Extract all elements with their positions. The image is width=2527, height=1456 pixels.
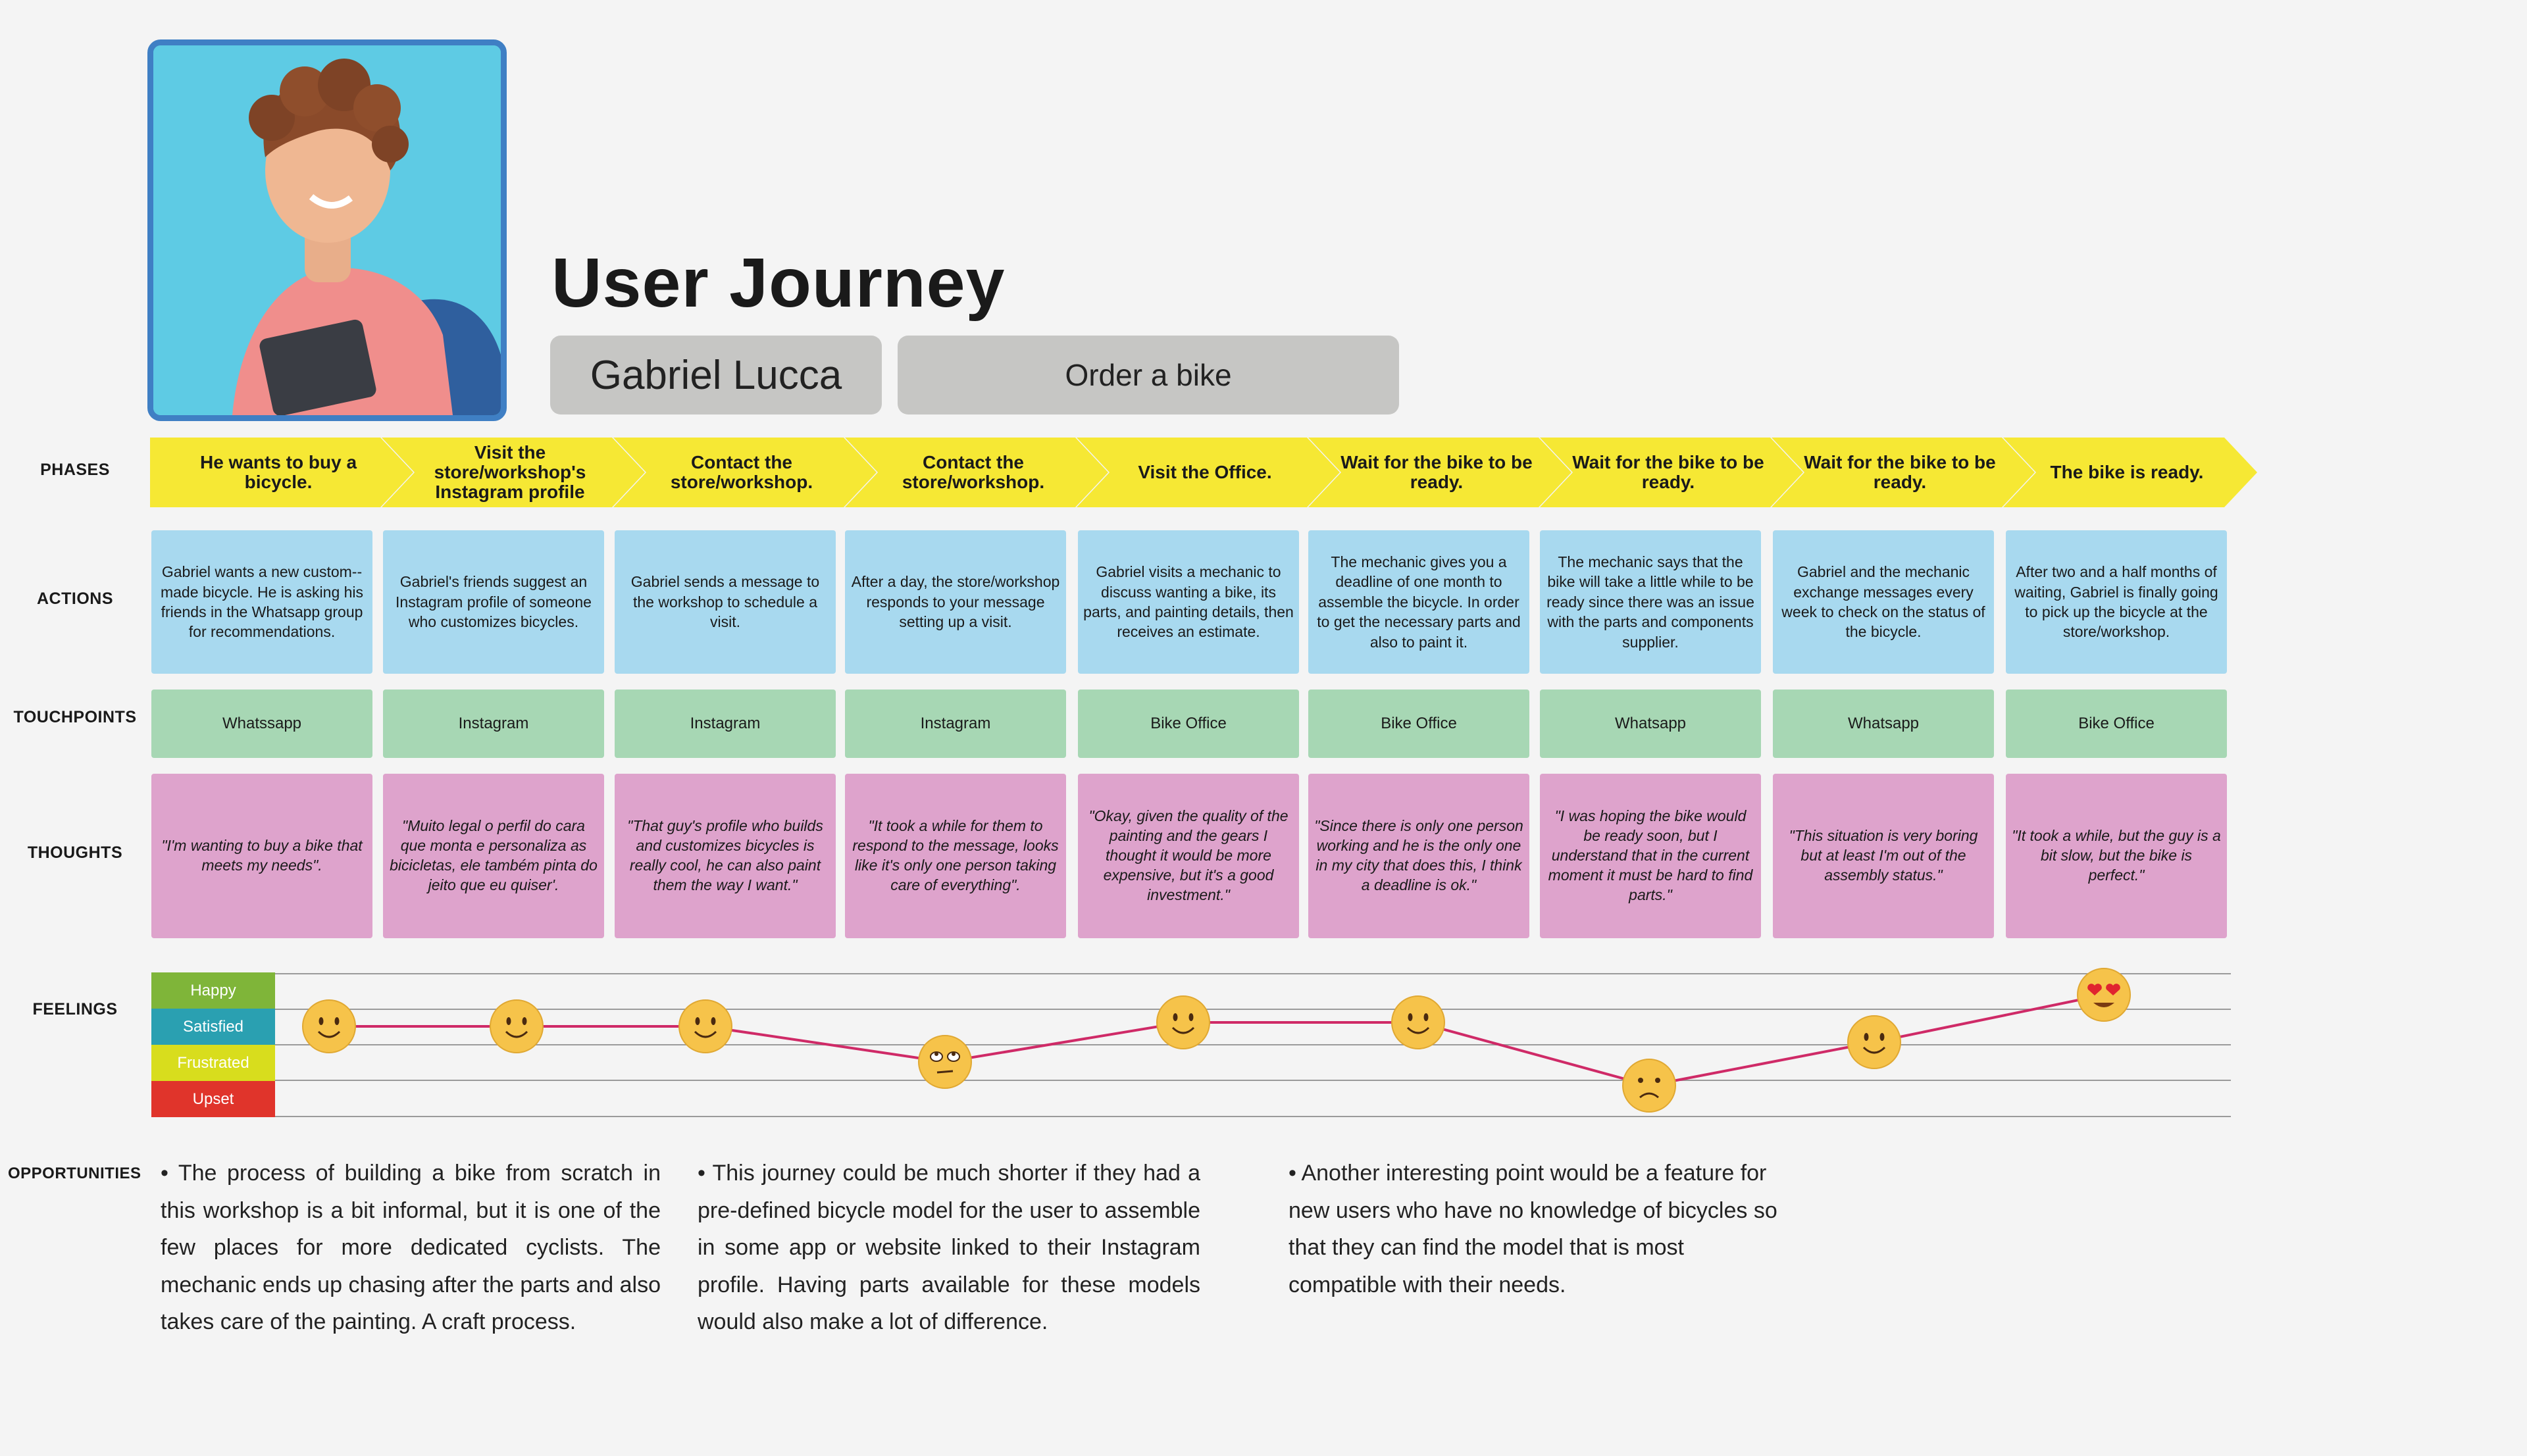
phase-step: Wait for the bike to be ready. bbox=[1540, 438, 1803, 507]
row-label-phases: PHASES bbox=[40, 461, 110, 479]
phase-step: Visit the store/workshop's Instagram pro… bbox=[382, 438, 645, 507]
opportunity-text: • The process of building a bike from sc… bbox=[161, 1161, 661, 1334]
phase-step: Contact the store/workshop. bbox=[613, 438, 877, 507]
thought-card: "Okay, given the quality of the painting… bbox=[1078, 774, 1299, 938]
action-card: After two and a half months of waiting, … bbox=[2006, 530, 2227, 674]
thought-card: "This situation is very boring but at le… bbox=[1773, 774, 1994, 938]
opportunity-text: • This journey could be much shorter if … bbox=[698, 1161, 1200, 1334]
touchpoint-card: Whatsapp bbox=[1773, 690, 1994, 758]
row-label-feelings: FEELINGS bbox=[32, 1000, 118, 1018]
touchpoint-card: Bike Office bbox=[1308, 690, 1529, 758]
feeling-scale-frustrated: Frustrated bbox=[151, 1045, 275, 1081]
eye-roll-emoji-icon bbox=[918, 1035, 972, 1089]
touchpoint-card: Instagram bbox=[383, 690, 604, 758]
phase-step: Wait for the bike to be ready. bbox=[1308, 438, 1571, 507]
persona-name: Gabriel Lucca bbox=[550, 336, 882, 414]
phase-label: Visit the Office. bbox=[1138, 461, 1272, 482]
row-label-touchpoints: TOUCHPOINTS bbox=[13, 708, 137, 726]
smile-emoji-icon bbox=[1847, 1015, 1901, 1069]
phase-step: Visit the Office. bbox=[1077, 438, 1340, 507]
touchpoint-card: Whatssapp bbox=[151, 690, 372, 758]
opportunity-text: • Another interesting point would be a f… bbox=[1289, 1161, 1777, 1297]
persona-goal: Order a bike bbox=[898, 336, 1399, 414]
thought-card: "Muito legal o perfil do cara que monta … bbox=[383, 774, 604, 938]
heart-eyes-emoji-icon bbox=[2077, 968, 2131, 1022]
touchpoint-card: Instagram bbox=[615, 690, 836, 758]
touchpoint-card: Instagram bbox=[845, 690, 1066, 758]
phase-label: Wait for the bike to be ready. bbox=[1340, 451, 1533, 492]
sad-emoji-icon bbox=[1622, 1059, 1676, 1113]
smile-emoji-icon bbox=[302, 999, 356, 1053]
phase-step: Contact the store/workshop. bbox=[845, 438, 1108, 507]
page-title: User Journey bbox=[551, 244, 1006, 322]
row-label-actions: ACTIONS bbox=[37, 590, 113, 608]
phase-label: Wait for the bike to be ready. bbox=[1804, 451, 1996, 492]
phase-label: Contact the store/workshop. bbox=[902, 451, 1045, 492]
action-card: Gabriel's friends suggest an Instagram p… bbox=[383, 530, 604, 674]
phase-step: He wants to buy a bicycle. bbox=[150, 438, 413, 507]
smile-emoji-icon bbox=[1156, 995, 1210, 1049]
thought-card: "It took a while for them to respond to … bbox=[845, 774, 1066, 938]
feelings-line bbox=[329, 993, 2105, 1088]
thought-card: "I was hoping the bike would be ready so… bbox=[1540, 774, 1761, 938]
phase-label: Wait for the bike to be ready. bbox=[1572, 451, 1764, 492]
action-card: The mechanic gives you a deadline of one… bbox=[1308, 530, 1529, 674]
touchpoint-card: Bike Office bbox=[1078, 690, 1299, 758]
touchpoint-card: Whatsapp bbox=[1540, 690, 1761, 758]
row-label-thoughts: THOUGHTS bbox=[27, 843, 123, 862]
smile-emoji-icon bbox=[678, 999, 732, 1053]
persona-avatar bbox=[147, 39, 507, 421]
phase-label: The bike is ready. bbox=[2050, 461, 2204, 482]
feeling-scale-upset: Upset bbox=[151, 1081, 275, 1117]
phase-label: Contact the store/workshop. bbox=[670, 451, 813, 492]
phase-label: Visit the store/workshop's Instagram pro… bbox=[434, 441, 586, 503]
feeling-scale-happy: Happy bbox=[151, 972, 275, 1009]
phase-step: The bike is ready. bbox=[2003, 438, 2257, 507]
row-label-opportunities: OPPORTUNITIES bbox=[8, 1165, 141, 1182]
smile-emoji-icon bbox=[490, 999, 544, 1053]
phase-step: Wait for the bike to be ready. bbox=[1772, 438, 2035, 507]
touchpoint-card: Bike Office bbox=[2006, 690, 2227, 758]
thought-card: "Since there is only one person working … bbox=[1308, 774, 1529, 938]
action-card: After a day, the store/workshop responds… bbox=[845, 530, 1066, 674]
action-card: The mechanic says that the bike will tak… bbox=[1540, 530, 1761, 674]
action-card: Gabriel sends a message to the workshop … bbox=[615, 530, 836, 674]
feeling-scale-satisfied: Satisfied bbox=[151, 1009, 275, 1045]
action-card: Gabriel and the mechanic exchange messag… bbox=[1773, 530, 1994, 674]
persona-photo bbox=[153, 45, 501, 415]
thought-card: "That guy's profile who builds and custo… bbox=[615, 774, 836, 938]
thought-card: "I'm wanting to buy a bike that meets my… bbox=[151, 774, 372, 938]
action-card: Gabriel visits a mechanic to discuss wan… bbox=[1078, 530, 1299, 674]
action-card: Gabriel wants a new custom--made bicycle… bbox=[151, 530, 372, 674]
phase-label: He wants to buy a bicycle. bbox=[199, 451, 357, 492]
smile-emoji-icon bbox=[1391, 995, 1445, 1049]
thought-card: "It took a while, but the guy is a bit s… bbox=[2006, 774, 2227, 938]
